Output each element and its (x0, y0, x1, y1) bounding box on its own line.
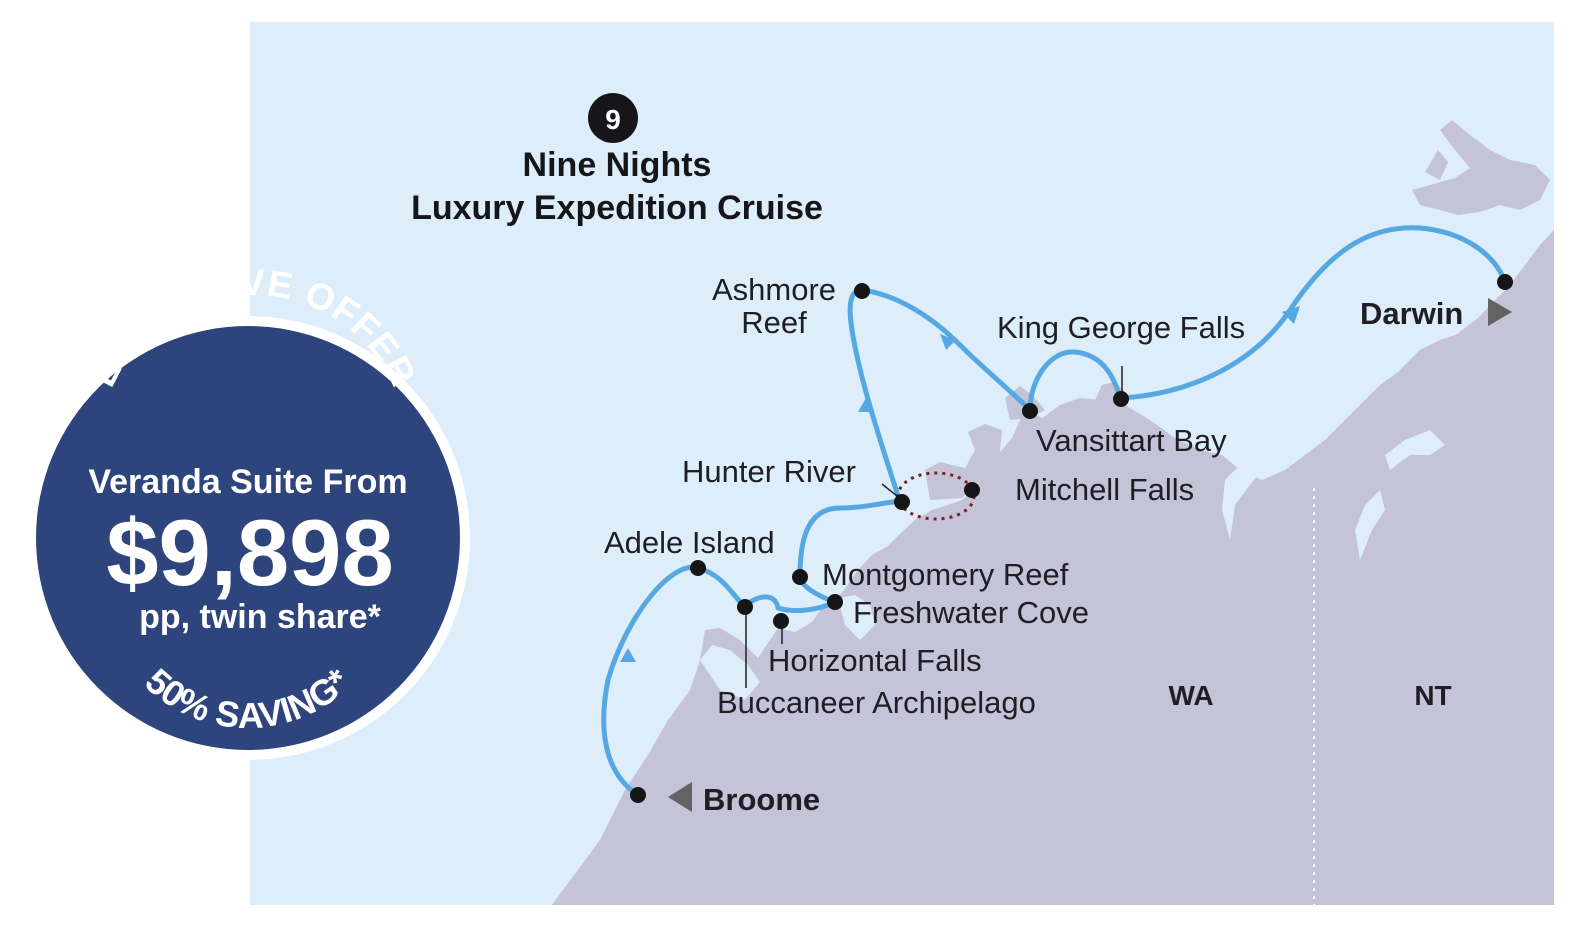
label-buccaneer-archipelago: Buccaneer Archipelago (717, 685, 1036, 720)
marker-adele-island (690, 560, 706, 576)
route-arrow (858, 398, 874, 412)
inlet-3 (1385, 430, 1445, 470)
route-arrow (940, 334, 956, 350)
label-hunter-river: Hunter River (682, 454, 856, 489)
marker-horizontal-falls (773, 613, 789, 629)
label-ashmore-line2: Reef (741, 305, 807, 340)
offer-price: $9,898 (106, 500, 394, 605)
broome-play-icon (668, 782, 692, 812)
island-tiwi (1412, 120, 1550, 215)
offer-suite: Veranda Suite From (88, 463, 407, 501)
label-darwin: Darwin (1360, 296, 1463, 331)
marker-montgomery-reef (792, 569, 808, 585)
label-montgomery-reef: Montgomery Reef (822, 557, 1069, 592)
inlet-1 (1222, 465, 1262, 540)
label-king-george-falls: King George Falls (997, 310, 1245, 345)
offer-basis: pp, twin share* (139, 598, 382, 636)
land-nt-coast (1345, 260, 1554, 500)
marker-buccaneer (737, 599, 753, 615)
label-state-wa: WA (1168, 680, 1213, 711)
land-mass (552, 230, 1554, 905)
marker-vansittart-bay (1022, 403, 1038, 419)
island-small-1 (1425, 150, 1448, 180)
inlet-collier (838, 595, 875, 640)
label-state-nt: NT (1414, 680, 1451, 711)
inlet-king-sound (700, 645, 760, 700)
land-peninsula (925, 424, 1002, 500)
marker-king-george-falls (1113, 391, 1129, 407)
nights-number: 9 (605, 104, 621, 135)
nights-number-icon (588, 93, 638, 143)
label-horizontal-falls: Horizontal Falls (768, 643, 982, 678)
label-freshwater-cove: Freshwater Cove (853, 595, 1089, 630)
cruise-title-line1: Nine Nights (523, 146, 712, 184)
marker-freshwater-cove (827, 594, 843, 610)
route-arrow (1282, 306, 1300, 324)
label-adele-island: Adele Island (604, 525, 775, 560)
marker-mitchell-falls (964, 482, 980, 498)
marker-broome (630, 787, 646, 803)
darwin-play-icon (1488, 298, 1512, 326)
cruise-route-line (601, 225, 1508, 798)
route-arrow (620, 648, 636, 662)
marker-darwin (1497, 274, 1513, 290)
label-ashmore-line1: Ashmore (712, 272, 836, 307)
inlet-2 (1355, 490, 1385, 560)
cruise-title-line2: Luxury Expedition Cruise (411, 189, 823, 227)
marker-hunter-river (894, 494, 910, 510)
offer-badge: EXCLUSIVE OFFER Veranda Suite From $9,89… (26, 262, 470, 760)
label-vansittart-bay: Vansittart Bay (1036, 423, 1227, 458)
marker-ashmore-reef (854, 283, 870, 299)
offer-badge-circle (36, 326, 460, 750)
label-broome: Broome (703, 782, 820, 817)
label-mitchell-falls: Mitchell Falls (1015, 472, 1194, 507)
